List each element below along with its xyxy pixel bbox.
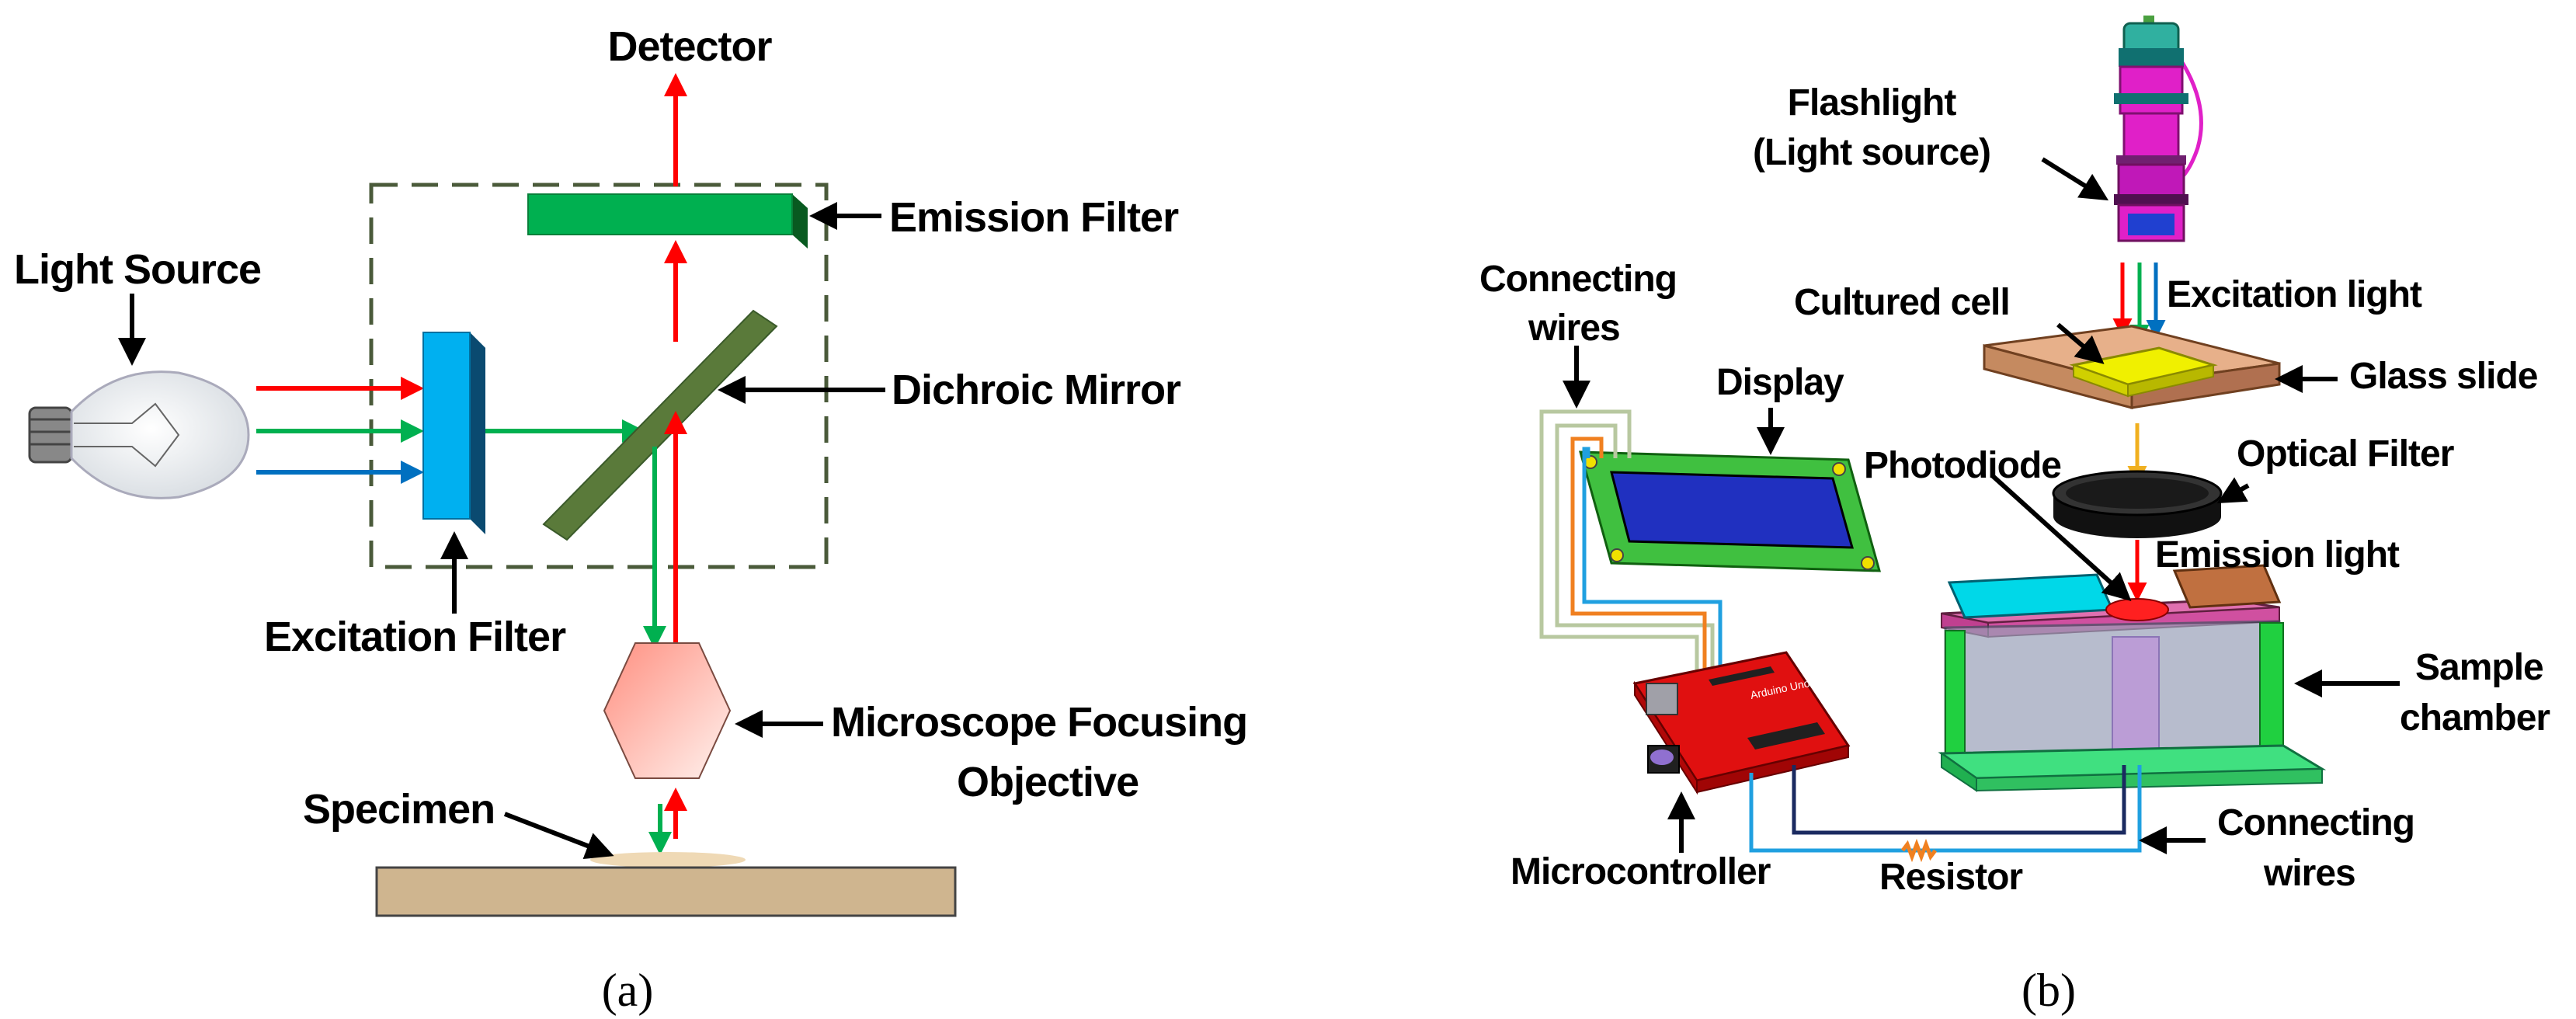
emission-filter-label: Emission Filter	[889, 194, 1179, 241]
microcontroller-label: Microcontroller	[1510, 851, 1771, 892]
optics-dashed-box	[369, 183, 829, 569]
objective-label-line1: Microscope Focusing	[831, 699, 1247, 746]
resistor-label: Resistor	[1879, 857, 2022, 898]
dichroic-mirror-label: Dichroic Mirror	[892, 367, 1181, 413]
optical-filter-label: Optical Filter	[2237, 433, 2454, 475]
connecting-wires-top-label-line2: wires	[1528, 308, 1620, 349]
detector-label: Detector	[607, 23, 772, 70]
excitation-light-label: Excitation light	[2167, 274, 2422, 315]
cultured-cell-label: Cultured cell	[1794, 282, 2010, 323]
display-label: Display	[1716, 362, 1844, 403]
flashlight-label-line1: Flashlight	[1788, 82, 1957, 123]
connecting-wires-bottom-label-line2: wires	[2263, 853, 2355, 894]
light-bulb-icon	[28, 370, 250, 499]
flashlight-pointer	[2041, 157, 2109, 201]
optical-filter	[2052, 470, 2223, 538]
microscope-objective	[603, 642, 732, 779]
excitation-filter-label: Excitation Filter	[264, 614, 566, 660]
specimen-stage	[375, 866, 957, 917]
arduino-board: Arduino Uno	[1632, 651, 1851, 795]
sample-chamber	[1938, 564, 2327, 792]
caption-a: (a)	[602, 965, 654, 1016]
specimen	[590, 852, 746, 868]
dichroic-mirror	[542, 309, 778, 541]
wires-bottom	[1749, 765, 2142, 853]
glass-slide-label: Glass slide	[2349, 356, 2538, 397]
flashlight-icon	[2114, 16, 2203, 242]
connecting-wires-top-label-line1: Connecting	[1479, 259, 1677, 300]
caption-b: (b)	[2022, 965, 2076, 1016]
specimen-pointer	[503, 812, 614, 860]
cultured-cell	[2069, 346, 2218, 398]
light-source-label: Light Source	[14, 246, 261, 293]
excitation-filter	[422, 332, 485, 534]
lcd-display	[1579, 450, 1881, 572]
sample-chamber-label-line1: Sample	[2415, 647, 2543, 688]
cultured-cell-pointer	[2056, 322, 2105, 364]
resistor-icon	[1901, 838, 1937, 863]
panel-a: Detector Emission Filter Light Source Di…	[14, 23, 1248, 1016]
flashlight-label-line2: (Light source)	[1753, 132, 1990, 173]
sample-chamber-label-line2: chamber	[2400, 697, 2550, 739]
emission-filter	[527, 193, 808, 249]
photodiode-label: Photodiode	[1864, 445, 2061, 486]
emission-light-label: Emission light	[2155, 534, 2400, 576]
connecting-wires-bottom-label-line1: Connecting	[2217, 802, 2414, 843]
photodiode-pointer	[1990, 473, 2132, 602]
specimen-label: Specimen	[303, 786, 495, 833]
optical-filter-pointer	[2216, 477, 2250, 503]
wires-top	[1539, 409, 1723, 691]
objective-label-line2: Objective	[957, 759, 1139, 805]
panel-b: Arduino Uno Flashlight (Light source) Co…	[1479, 16, 2550, 1016]
